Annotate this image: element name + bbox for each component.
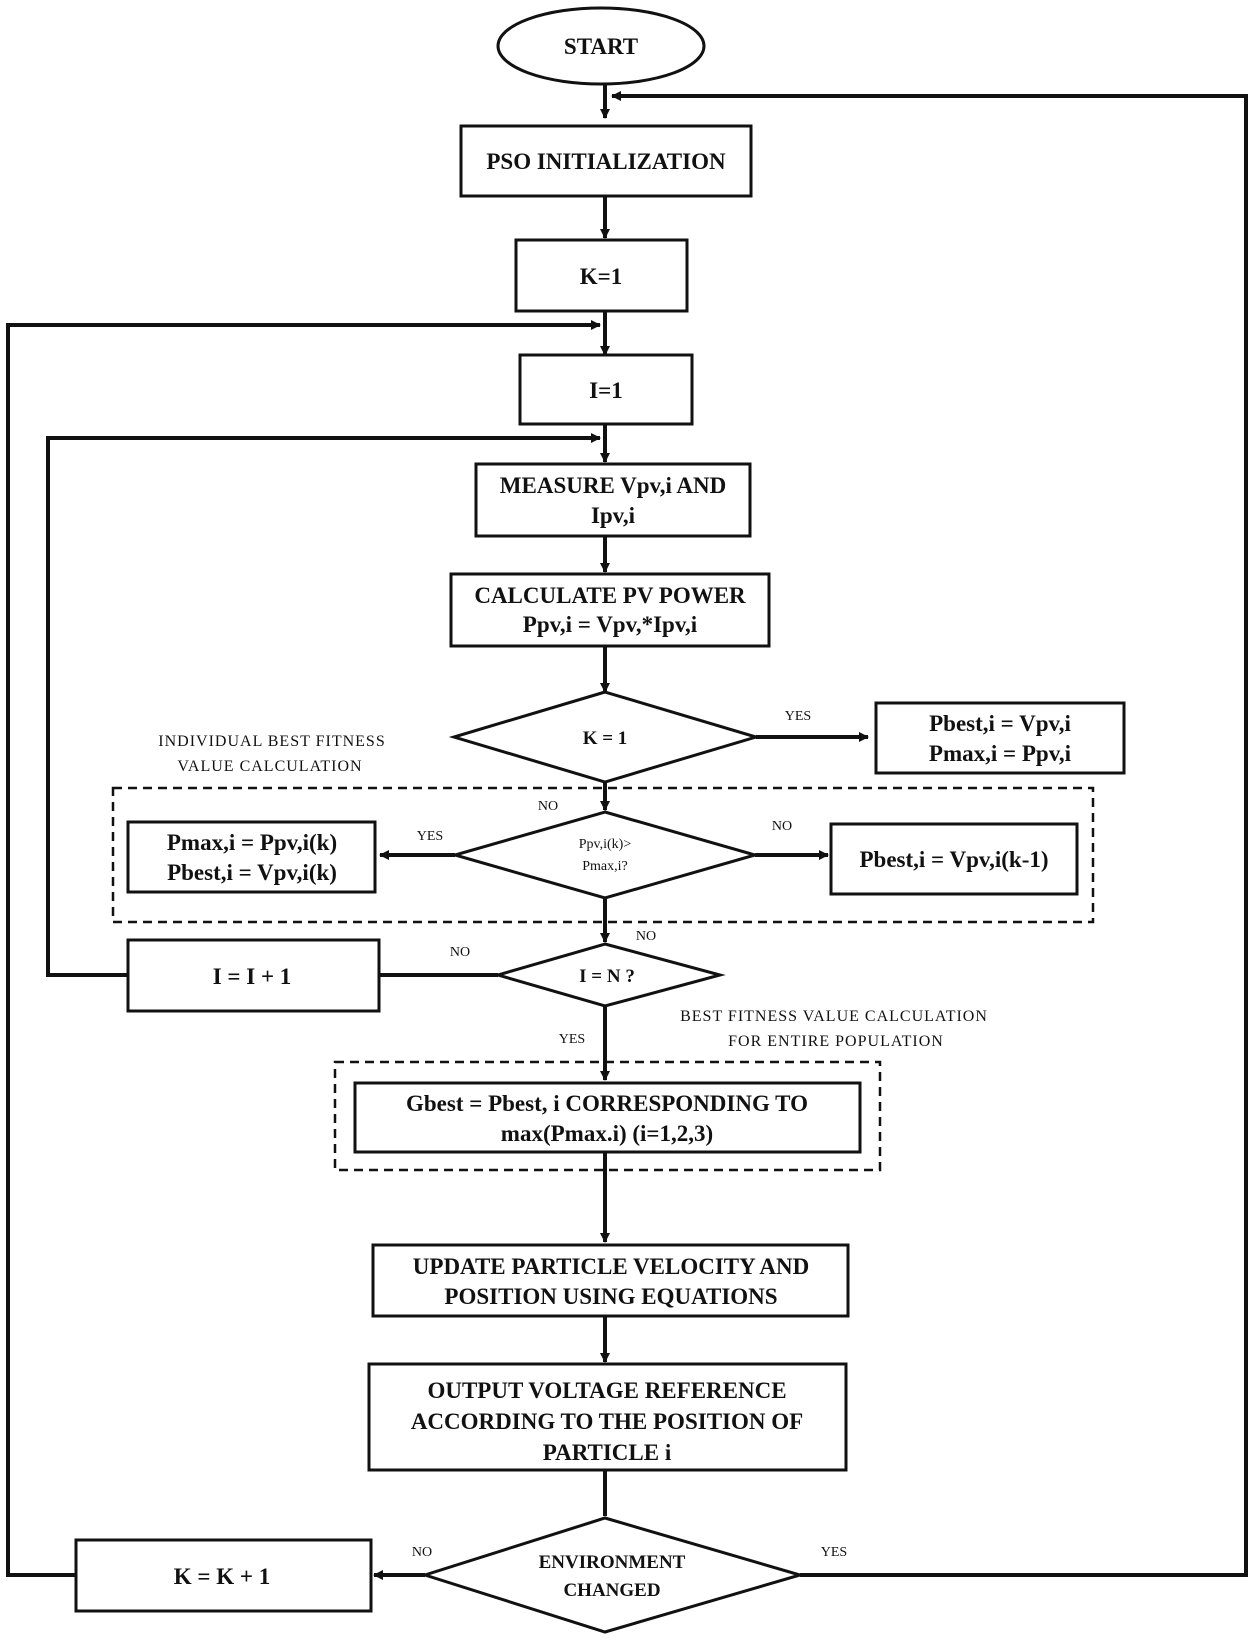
- output-box: OUTPUT VOLTAGE REFERENCE ACCORDING TO TH…: [367, 1362, 848, 1472]
- yes-k-line1: Pbest,i = Vpv,i: [929, 711, 1071, 736]
- yes-label-i: YES: [559, 1032, 585, 1047]
- calc-power-box: CALCULATE PV POWER Ppv,i = Vpv,*Ipv,i: [449, 572, 771, 648]
- start-label: START: [564, 34, 638, 59]
- output-line2: ACCORDING TO THE POSITION OF: [411, 1409, 803, 1434]
- update-box: UPDATE PARTICLE VELOCITY AND POSITION US…: [371, 1243, 850, 1318]
- inc-i-box: I = I + 1: [126, 938, 381, 1013]
- no-label-i: NO: [450, 945, 470, 960]
- inc-i-label: I = I + 1: [213, 964, 292, 989]
- decision-i-label: I = N ?: [579, 966, 635, 987]
- individual-label-line1: INDIVIDUAL BEST FITNESS: [158, 733, 385, 750]
- decision-k-label: K = 1: [583, 728, 628, 749]
- no-label-env: NO: [412, 1545, 432, 1560]
- pso-init-box: PSO INITIALIZATION: [459, 124, 753, 198]
- calc-power-line1: CALCULATE PV POWER: [474, 583, 746, 608]
- decision-ppv-diamond: Ppv,i(k)> Pmax,i?: [449, 810, 761, 900]
- update-line1: UPDATE PARTICLE VELOCITY AND: [413, 1254, 809, 1279]
- decision-env-diamond: ENVIRONMENT CHANGED: [420, 1516, 806, 1634]
- yes-ppv-line2: Pbest,i = Vpv,i(k): [167, 860, 337, 885]
- individual-fitness-group: [111, 786, 1095, 924]
- measure-line2: Ipv,i: [591, 503, 636, 528]
- i-init-label: I=1: [589, 378, 623, 403]
- k-init-box: K=1: [514, 238, 689, 313]
- update-line2: POSITION USING EQUATIONS: [444, 1284, 777, 1309]
- no-label-k: NO: [538, 799, 558, 814]
- decision-env-line1: ENVIRONMENT: [539, 1552, 686, 1573]
- yes-label-ppv: YES: [417, 829, 443, 844]
- inc-k-box: K = K + 1: [74, 1538, 373, 1613]
- no-ppv-label: Pbest,i = Vpv,i(k-1): [859, 847, 1048, 872]
- calc-power-line2: Ppv,i = Vpv,*Ipv,i: [523, 612, 698, 637]
- yes-label-k: YES: [785, 709, 811, 724]
- measure-line1: MEASURE Vpv,i AND: [500, 473, 726, 498]
- loop-env-yes: [611, 91, 1248, 1577]
- i-init-box: I=1: [518, 353, 694, 426]
- loop-i-back: [46, 433, 601, 977]
- gbest-line1: Gbest = Pbest, i CORRESPONDING TO: [406, 1091, 808, 1116]
- decision-k-diamond: K = 1: [448, 690, 762, 784]
- gbest-line2: max(Pmax.i) (i=1,2,3): [501, 1121, 713, 1146]
- decision-i-diamond: I = N ?: [492, 942, 726, 1008]
- pso-init-label: PSO INITIALIZATION: [486, 149, 726, 174]
- yes-ppv-box: Pmax,i = Ppv,i(k) Pbest,i = Vpv,i(k): [126, 820, 377, 894]
- gbest-box: Gbest = Pbest, i CORRESPONDING TO max(Pm…: [353, 1081, 862, 1154]
- yes-label-env: YES: [821, 1545, 847, 1560]
- no-label-i-down: NO: [636, 929, 656, 944]
- decision-ppv-line2: Pmax,i?: [582, 859, 628, 874]
- loop-k-back: [6, 320, 601, 1577]
- start-terminal: START: [496, 6, 706, 86]
- k-init-label: K=1: [580, 264, 623, 289]
- global-label-line2: FOR ENTIRE POPULATION: [728, 1033, 944, 1050]
- yes-k-line2: Pmax,i = Ppv,i: [929, 741, 1072, 766]
- decision-env-line2: CHANGED: [563, 1580, 660, 1601]
- global-label-line1: BEST FITNESS VALUE CALCULATION: [680, 1008, 988, 1025]
- decision-ppv-line1: Ppv,i(k)>: [579, 837, 632, 852]
- individual-label-line2: VALUE CALCULATION: [177, 758, 362, 775]
- population-fitness-group: [333, 1060, 882, 1172]
- no-label-ppv: NO: [772, 819, 792, 834]
- inc-k-label: K = K + 1: [174, 1564, 271, 1589]
- measure-box: MEASURE Vpv,i AND Ipv,i: [474, 462, 752, 538]
- output-line1: OUTPUT VOLTAGE REFERENCE: [427, 1378, 786, 1403]
- no-ppv-box: Pbest,i = Vpv,i(k-1): [829, 822, 1079, 896]
- yes-k-box: Pbest,i = Vpv,i Pmax,i = Ppv,i: [874, 701, 1126, 775]
- yes-ppv-line1: Pmax,i = Ppv,i(k): [167, 830, 337, 855]
- output-line3: PARTICLE i: [543, 1440, 672, 1465]
